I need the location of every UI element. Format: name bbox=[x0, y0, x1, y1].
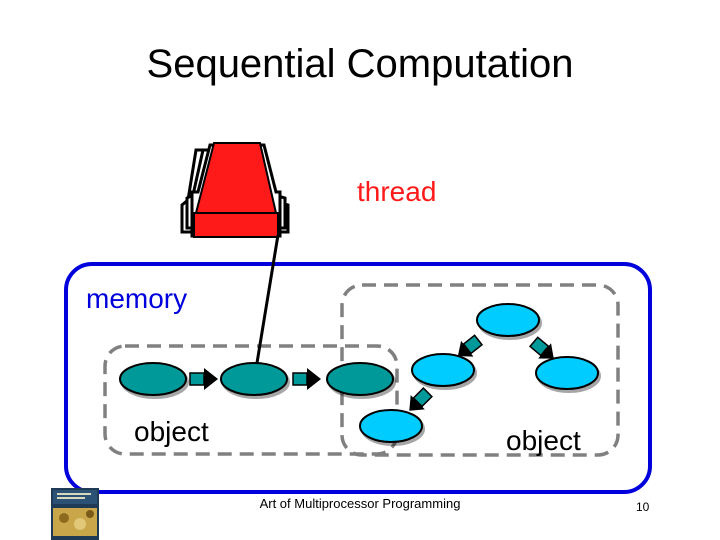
object-label-left: object bbox=[134, 416, 209, 447]
object-box-left bbox=[103, 344, 399, 456]
memory-box bbox=[64, 262, 652, 494]
list-node-2 bbox=[220, 362, 288, 396]
memory-label: memory bbox=[86, 283, 188, 314]
list-arrow-2 bbox=[292, 368, 321, 390]
footer-text: Art of Multiprocessor Programming bbox=[259, 496, 461, 511]
thread-pointer-line bbox=[253, 234, 280, 376]
tree-node-left-child bbox=[359, 409, 423, 443]
tree-arrow-left-child bbox=[409, 387, 433, 411]
thread-icon bbox=[180, 142, 290, 238]
list-node-3 bbox=[326, 362, 394, 396]
list-arrow-1 bbox=[189, 368, 218, 390]
slide-title: Sequential Computation bbox=[146, 42, 574, 86]
tree-node-root bbox=[476, 303, 540, 337]
tree-arrow-root-right bbox=[528, 336, 554, 359]
tree-node-right bbox=[535, 356, 599, 390]
list-node-1 bbox=[119, 362, 187, 396]
page-number: 10 bbox=[636, 500, 650, 514]
object-label-right: object bbox=[506, 425, 581, 456]
book-cover-icon bbox=[51, 488, 99, 540]
tree-arrow-root-left bbox=[457, 334, 484, 357]
thread-label: thread bbox=[357, 176, 437, 207]
tree-node-left bbox=[411, 353, 475, 387]
